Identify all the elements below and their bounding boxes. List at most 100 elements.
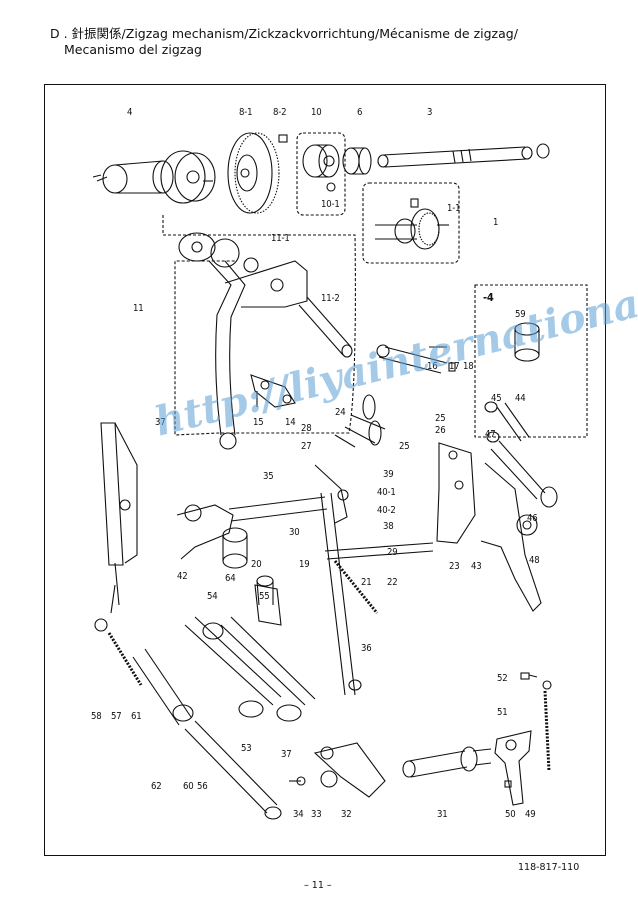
- label-36: 36: [361, 643, 372, 654]
- title-line-1: D . 針振関係/Zigzag mechanism/Zickzackvorric…: [50, 26, 518, 41]
- label-10: 10: [311, 107, 322, 118]
- label-57: 57: [111, 711, 122, 722]
- title-line-2: Mecanismo del zigzag: [64, 42, 202, 57]
- label-50: 50: [505, 809, 516, 820]
- label-38: 38: [383, 521, 394, 532]
- label-17: 17: [449, 361, 460, 372]
- part-11-lever: [178, 232, 308, 450]
- label-34: 34: [293, 809, 304, 820]
- label-60: 60: [183, 781, 194, 792]
- label-61: 61: [131, 711, 142, 722]
- label-40-1: 40-1: [377, 487, 396, 498]
- part-54-55-assembly: [184, 584, 316, 722]
- label-37-b: 37: [281, 749, 292, 760]
- label-44: 44: [515, 393, 526, 404]
- part-8-2-screw: [278, 134, 288, 143]
- part-3-shaft: [377, 143, 550, 168]
- part-11-2-rod: [298, 296, 353, 358]
- box-11: [162, 215, 356, 436]
- label-37-a: 37: [155, 417, 166, 428]
- label-62: 62: [151, 781, 162, 792]
- label-18: 18: [463, 361, 474, 372]
- document-number: 118-817-110: [518, 862, 580, 873]
- label-51: 51: [497, 707, 508, 718]
- label-22: 22: [387, 577, 398, 588]
- label-56: 56: [197, 781, 208, 792]
- label-28: 28: [301, 423, 312, 434]
- label-15: 15: [253, 417, 264, 428]
- label-19: 19: [299, 559, 310, 570]
- part-21-spring: [333, 560, 379, 614]
- label-54: 54: [207, 591, 218, 602]
- label-52: 52: [497, 673, 508, 684]
- label-1: 1: [493, 217, 499, 228]
- part-6-bushing: [342, 147, 372, 175]
- part-23-43-48-bracket: [436, 442, 542, 612]
- label-49: 49: [525, 809, 536, 820]
- label-27: 27: [301, 441, 312, 452]
- part-16-link: [376, 344, 456, 374]
- label-24: 24: [335, 407, 346, 418]
- label-10-1: 10-1: [321, 199, 340, 210]
- label-11-2: 11-2: [321, 293, 340, 304]
- part-42-lever: [176, 496, 328, 560]
- label-47: 47: [485, 429, 496, 440]
- label-29: 29: [387, 547, 398, 558]
- label-20: 20: [251, 559, 262, 570]
- label-59: 59: [515, 309, 526, 320]
- part-14-bracket: [250, 374, 296, 408]
- label-64: 64: [225, 573, 236, 584]
- page-header: D . 針振関係/Zigzag mechanism/Zickzackvorric…: [50, 26, 610, 58]
- part-38-40-assembly: [314, 464, 434, 560]
- label-11-1: 11-1: [271, 233, 290, 244]
- label-32: 32: [341, 809, 352, 820]
- label-55: 55: [259, 591, 270, 602]
- label-35: 35: [263, 471, 274, 482]
- label-39: 39: [383, 469, 394, 480]
- label-3: 3: [427, 107, 433, 118]
- parts-diagram: [92, 132, 588, 820]
- part-31-shaft: [402, 746, 492, 778]
- part-36-link: [320, 492, 362, 696]
- part-8-1-gear: [227, 132, 280, 214]
- label-46: 46: [527, 513, 538, 524]
- label-1-1: 1-1: [447, 203, 461, 214]
- label-26: 26: [435, 425, 446, 436]
- part-56-60-shaft: [94, 618, 282, 820]
- label-16: 16: [427, 361, 438, 372]
- label-45: 45: [491, 393, 502, 404]
- part-49-lever: [494, 730, 532, 806]
- label-25-b: 25: [399, 441, 410, 452]
- part-10-collar: [302, 144, 340, 192]
- box-10: [296, 132, 346, 216]
- label-8-2: 8-2: [273, 107, 287, 118]
- label-21: 21: [361, 577, 372, 588]
- page-number: – 11 –: [304, 880, 332, 891]
- label-48: 48: [529, 555, 540, 566]
- label-42: 42: [177, 571, 188, 582]
- label-11: 11: [133, 303, 144, 314]
- box-4: [474, 284, 588, 438]
- part-4-cylinder: [92, 150, 216, 204]
- box-1: [362, 182, 460, 264]
- label-14: 14: [285, 417, 296, 428]
- label-31: 31: [437, 809, 448, 820]
- label-4: 4: [127, 107, 133, 118]
- part-32-37-assembly: [289, 742, 386, 798]
- parts-diagram-frame: 4 8-1 8-2 10 6 3 1-1 1 10-1 11-1 11 11-2…: [44, 84, 606, 856]
- label-25-a: 25: [435, 413, 446, 424]
- part-1-cam: [375, 198, 449, 250]
- label-40-2: 40-2: [377, 505, 396, 516]
- label-box-4: -4: [483, 291, 494, 304]
- part-51-52-springs: [520, 672, 552, 772]
- left-vertical-assembly: [100, 422, 138, 614]
- label-23: 23: [449, 561, 460, 572]
- part-44-45-screws: [484, 401, 558, 508]
- label-53: 53: [241, 743, 252, 754]
- label-6: 6: [357, 107, 363, 118]
- label-30: 30: [289, 527, 300, 538]
- label-58: 58: [91, 711, 102, 722]
- label-8-1: 8-1: [239, 107, 253, 118]
- part-24-26-discs: [334, 394, 386, 448]
- label-33: 33: [311, 809, 322, 820]
